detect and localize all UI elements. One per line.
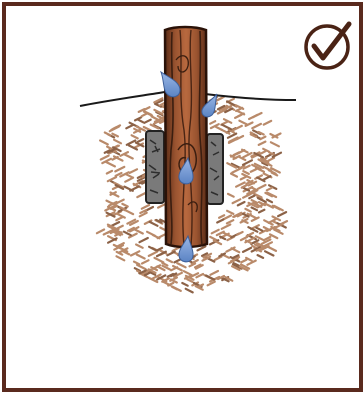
left-stone (146, 131, 164, 203)
right-stone (207, 134, 223, 204)
wooden-post (165, 27, 207, 247)
